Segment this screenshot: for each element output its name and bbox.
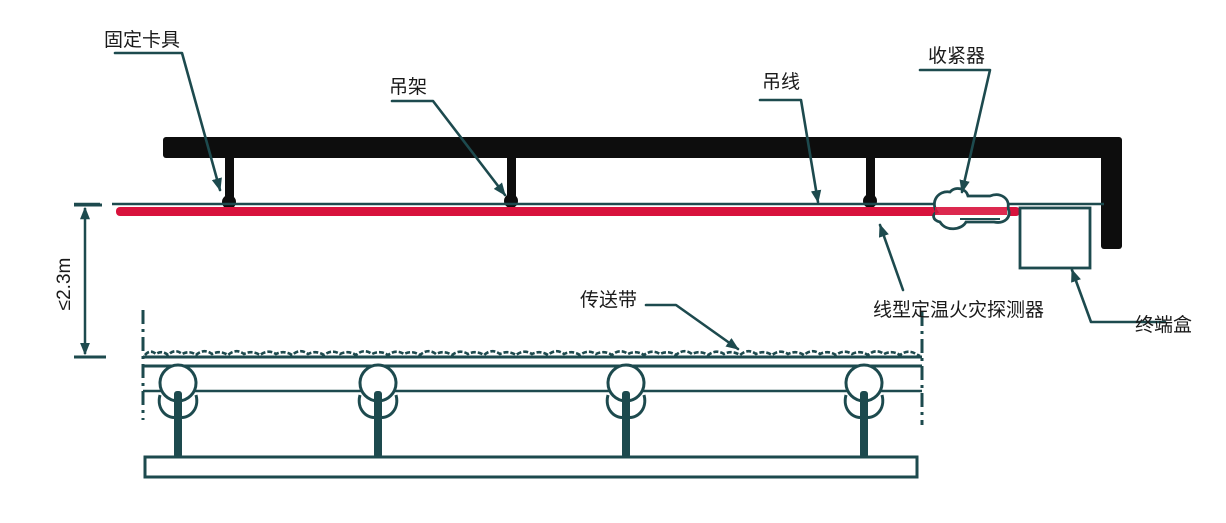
height-dimension: ≤2.3m <box>54 203 106 359</box>
conveyor-base-frame <box>143 455 919 479</box>
leader-lines <box>113 51 1167 351</box>
label-conveyor-belt: 传送带 <box>580 289 637 311</box>
label-suspension-wire: 吊线 <box>762 71 800 93</box>
roller-support-post <box>622 391 630 458</box>
hanger-rod <box>866 156 875 198</box>
terminal-box <box>1018 206 1092 270</box>
roller <box>357 363 399 458</box>
hanger-knot <box>504 194 518 208</box>
hanger-rod <box>507 156 516 198</box>
hanger-rod <box>225 156 234 198</box>
roller-support-post <box>860 391 868 458</box>
roller <box>843 363 885 458</box>
height-dimension-label: ≤2.3m <box>54 258 75 311</box>
rollers <box>157 363 885 458</box>
roller <box>605 363 647 458</box>
label-linear-heat-detector: 线型定温火灾探测器 <box>873 299 1044 321</box>
conveyor-belt-material <box>144 349 921 358</box>
label-terminal-box: 终端盒 <box>1135 314 1192 336</box>
roller-support-post <box>374 391 382 458</box>
roller-support-post <box>174 391 182 458</box>
hanger-knot <box>863 194 877 208</box>
tensioner <box>932 187 1011 231</box>
hanger-rods <box>222 156 877 209</box>
label-fixed-clamp: 固定卡具 <box>104 29 180 51</box>
label-tensioner: 收紧器 <box>928 45 985 67</box>
ceiling-beam <box>163 137 1122 249</box>
detector-cable <box>116 207 1020 216</box>
roller <box>157 363 199 458</box>
conveyor <box>141 310 924 479</box>
fixed-clamp-knot <box>222 195 236 209</box>
label-hanger: 吊架 <box>389 76 427 98</box>
